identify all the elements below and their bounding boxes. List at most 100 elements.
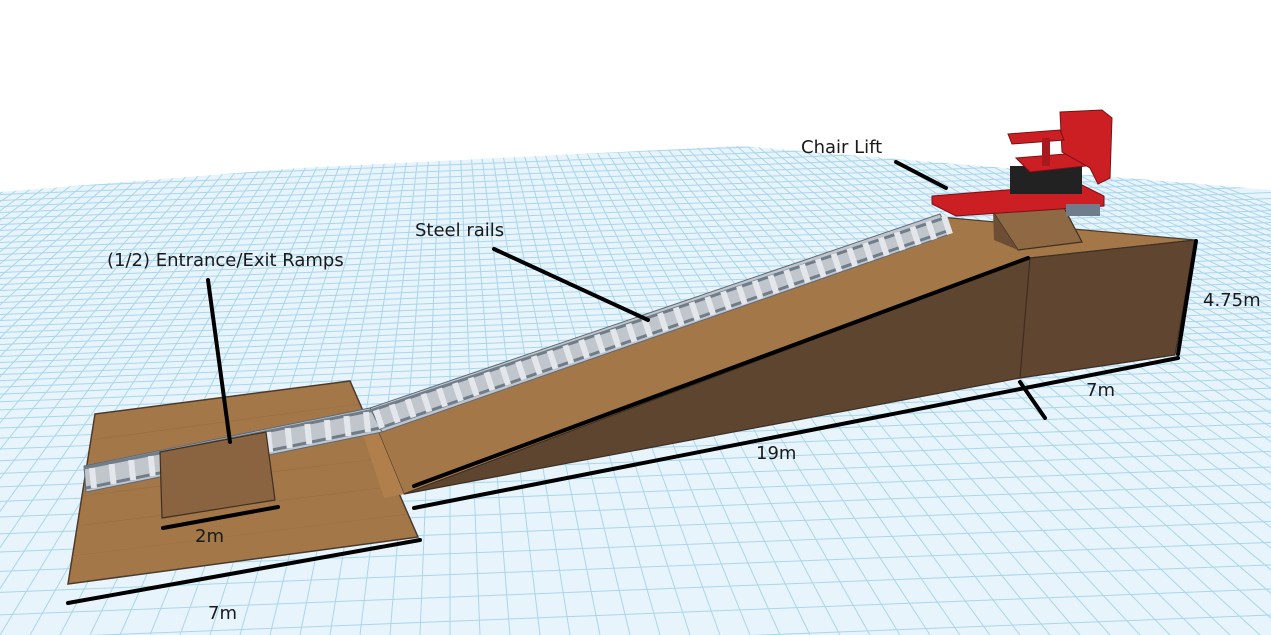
rail-sleeper [304, 423, 313, 445]
rail-sleeper [467, 376, 480, 397]
rail-sleeper [284, 427, 293, 449]
grid-line [989, 146, 1271, 635]
grid-line [1019, 146, 1271, 635]
grid-line [0, 588, 1271, 635]
rail-sleeper [609, 328, 622, 349]
dimension-top-width-label: 7m [1086, 380, 1115, 401]
rail-sleeper [562, 344, 575, 365]
grid-line [789, 146, 1271, 635]
rail-sleeper [363, 411, 371, 433]
grid-line [0, 146, 161, 635]
rail-sleeper [530, 355, 543, 376]
grid-line [969, 146, 1271, 635]
grid-line [1029, 146, 1271, 635]
rail-sleeper [546, 349, 559, 370]
rail-sleeper [814, 258, 827, 279]
chair-armrest-support [1042, 138, 1050, 166]
rail-sleeper [343, 415, 352, 437]
grid-line [0, 146, 181, 635]
rail-sleeper [720, 290, 732, 311]
grid-line [0, 146, 211, 635]
leader-chair-lift [894, 160, 948, 190]
rail-sleepers [89, 215, 953, 489]
rail-sleeper [625, 322, 638, 343]
dimension-line-incline-length [412, 356, 1180, 510]
rail-sleeper [499, 365, 512, 386]
grid-line [769, 146, 1271, 635]
grid-line [0, 146, 131, 635]
rail-sleeper [373, 409, 385, 429]
grid-line [0, 146, 291, 635]
dimension-line-height [1176, 239, 1198, 356]
rail-sleeper [688, 301, 701, 322]
rail-sleeper [909, 225, 922, 246]
dimension-ramp-width-label: 2m [195, 526, 224, 547]
rail-sleeper [128, 459, 137, 481]
dimension-line-ramp-width [161, 505, 280, 530]
rail-sleeper [452, 382, 464, 403]
grid-line [929, 146, 1271, 635]
rail-sleeper [799, 263, 811, 284]
chair-armrest [1007, 129, 1065, 145]
rail-sleeper [751, 279, 764, 300]
rail-sleeper [89, 467, 97, 489]
grid-line [1049, 146, 1271, 635]
rail-sleeper [862, 241, 874, 262]
grid-line [0, 146, 191, 635]
rail-sleeper [436, 387, 448, 408]
entrance-exit-ramps-label: (1/2) Entrance/Exit Ramps [107, 250, 344, 271]
grid-line [0, 146, 281, 635]
chair-backrest [1059, 109, 1113, 185]
rail-sleeper [657, 312, 669, 332]
chair-lift-label: Chair Lift [801, 137, 882, 158]
leader-steel-rails [492, 247, 650, 322]
rail-sleeper [925, 220, 938, 241]
rail-sleeper [783, 268, 796, 289]
rail-sleeper [515, 360, 527, 381]
grid-line [0, 146, 171, 635]
grid-line [979, 146, 1271, 635]
dimension-lines [66, 239, 1198, 605]
rail-sleeper [767, 274, 780, 295]
grid-line [939, 146, 1271, 635]
rail-sleeper [420, 392, 433, 413]
rail-sleeper [404, 398, 417, 419]
rail-sleeper [578, 338, 590, 359]
leader-incline-top [412, 256, 1030, 488]
grid-line [919, 146, 1271, 635]
grid-line [0, 146, 301, 635]
rail-sleeper [483, 371, 496, 392]
grid-line [0, 146, 121, 635]
rail-sleeper [893, 231, 906, 252]
grid-line [0, 564, 1271, 616]
grid-line [1039, 146, 1271, 635]
landing-block-side [993, 212, 1018, 250]
grid-line [0, 146, 221, 635]
rail-sleeper [736, 285, 748, 306]
ramp-end-face [1019, 239, 1196, 379]
grid-line [0, 146, 231, 635]
grid-line [759, 146, 1271, 635]
grid-line [749, 146, 1271, 635]
grid-line [389, 146, 431, 635]
rail-sleeper [830, 252, 843, 273]
grid-line [1009, 146, 1271, 635]
rail-sleeper [878, 236, 890, 257]
grid-line [999, 146, 1271, 635]
dimension-line-platform-width [66, 538, 422, 605]
rail-sleeper [594, 333, 606, 354]
dimension-platform-width-label: 7m [208, 603, 237, 624]
rail-sleeper [704, 295, 717, 316]
dimension-line-top-width [1018, 380, 1047, 420]
grid-line [359, 146, 421, 635]
rail-sleeper [108, 463, 117, 485]
rail-sleeper [388, 403, 401, 424]
rail-sleeper [265, 431, 274, 453]
leader-lines [206, 160, 1030, 488]
rail-sleeper [941, 215, 953, 235]
rail-sleeper [672, 306, 685, 327]
rail-sleeper [323, 419, 332, 441]
grid-line [0, 146, 141, 635]
leader-entrance-ramps [206, 278, 232, 444]
